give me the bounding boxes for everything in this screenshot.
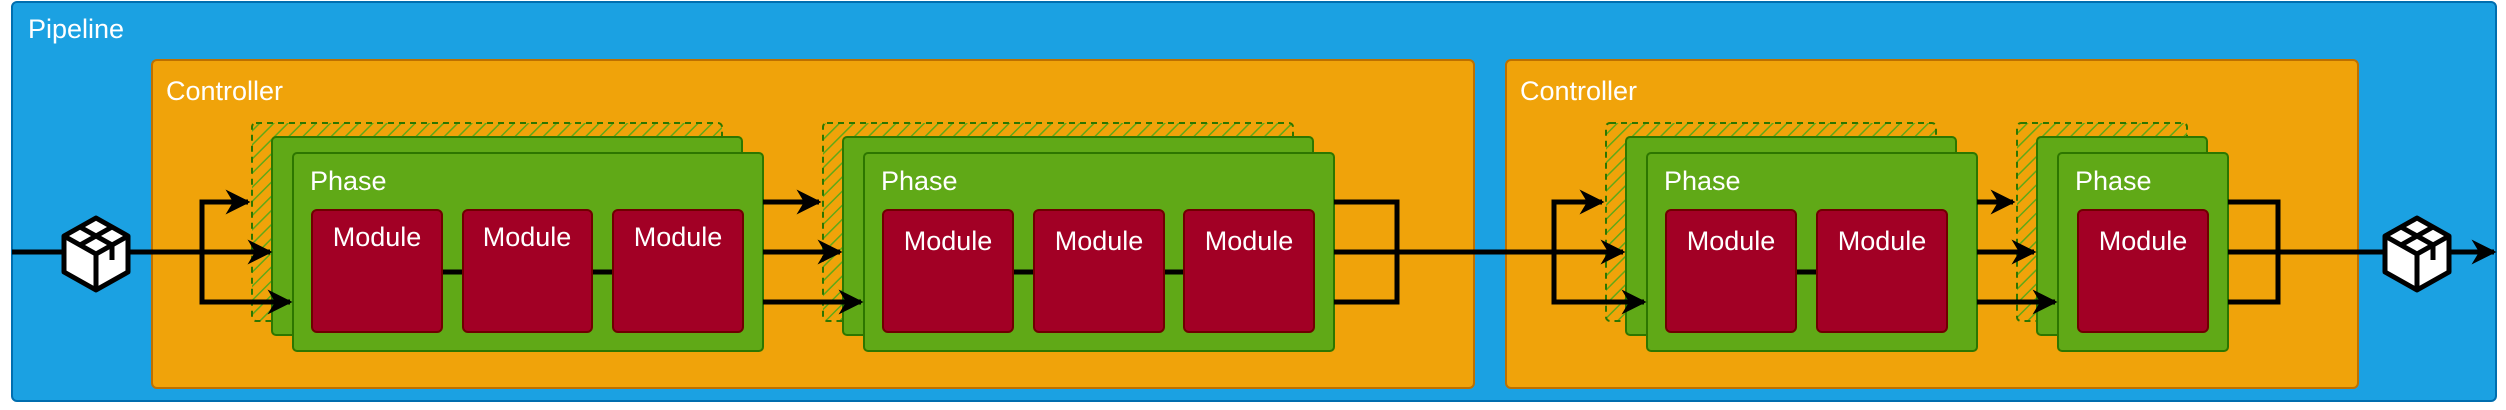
phase-label: Phase: [2075, 166, 2152, 196]
module-label: Module: [2099, 226, 2188, 256]
module-label: Module: [1687, 226, 1776, 256]
module-label: Module: [634, 222, 723, 252]
module-box: [1183, 209, 1315, 333]
controller-label: Controller: [166, 76, 283, 106]
package-icon: [2382, 215, 2452, 293]
phase-label: Phase: [1664, 166, 1741, 196]
phase-label: Phase: [310, 166, 387, 196]
flow-arrows: [12, 189, 2497, 315]
module-label: Module: [1205, 226, 1294, 256]
module-label: Module: [1838, 226, 1927, 256]
module-label: Module: [333, 222, 422, 252]
module-label: Module: [904, 226, 993, 256]
module-label: Module: [483, 222, 572, 252]
pipeline-label: Pipeline: [28, 14, 124, 44]
module-box: [462, 209, 593, 333]
controller-label: Controller: [1520, 76, 1637, 106]
module-box: [1033, 209, 1165, 333]
module-box: [1665, 209, 1797, 333]
module-box: [882, 209, 1014, 333]
module-box: [2077, 209, 2209, 333]
module-box: [311, 209, 443, 333]
module-box: [1816, 209, 1948, 333]
package-icon: [61, 215, 131, 293]
phase-label: Phase: [881, 166, 958, 196]
module-label: Module: [1055, 226, 1144, 256]
module-box: [612, 209, 744, 333]
